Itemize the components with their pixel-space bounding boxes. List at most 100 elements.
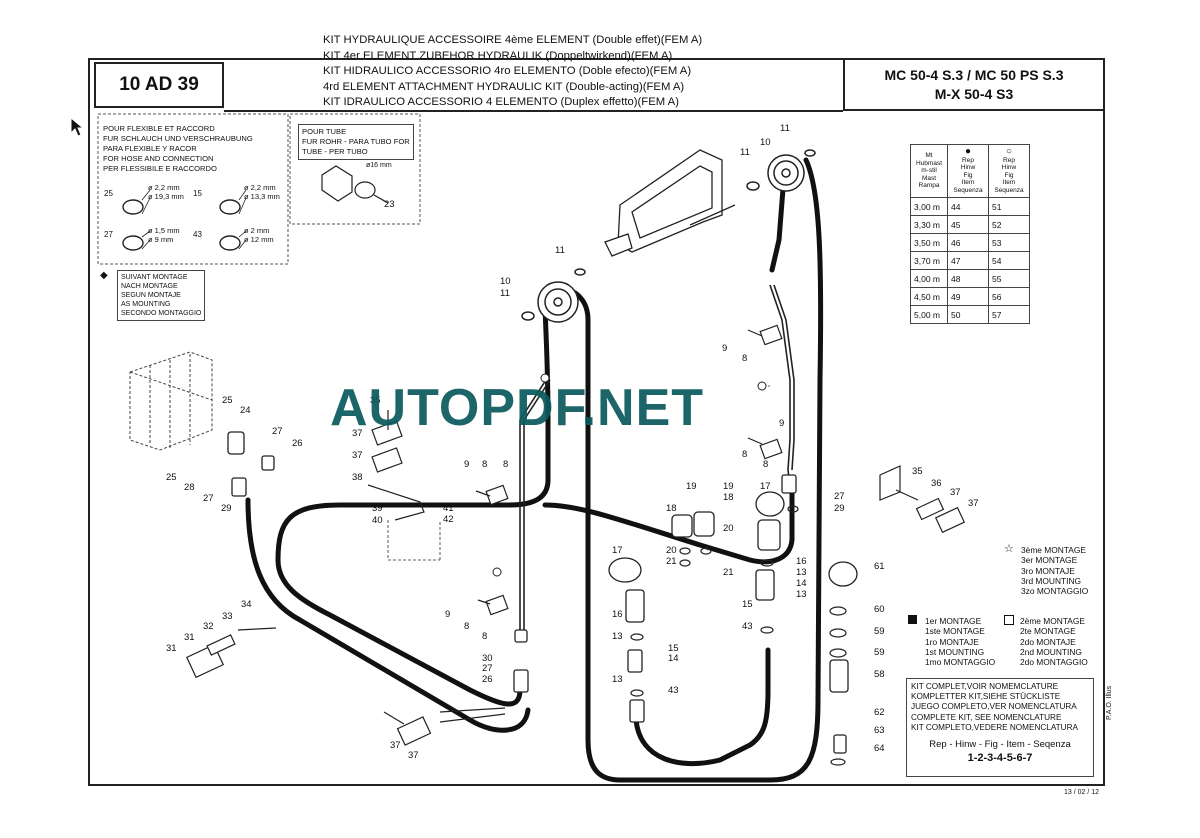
callout-37: 37 [950,487,961,498]
tube-dim: ø16 mm [366,162,392,169]
seal-ref-27: 27 [104,230,113,239]
tube-fitting [321,165,389,204]
callout-21: 21 [723,567,734,578]
footer-date: 13 / 02 / 12 [1064,789,1100,796]
document-code: 10 AD 39 [94,62,224,108]
legend-line: 2te MONTAGE [1020,626,1076,637]
kit-note-line: KOMPLETTER KIT,SIEHE STÜCKLISTE [911,692,1061,702]
hose-note-line: PER FLESSIBILE E RACCORDO [103,164,217,173]
legend-line: 1mo MONTAGGIO [925,657,996,668]
legend-line: 3rd MOUNTING [1021,575,1082,586]
header-rule [224,110,843,112]
callout-13: 13 [796,567,807,578]
kit-note-line: KIT COMPLETO,VEDERE NOMENCLATURA [911,722,1078,732]
callout-18: 18 [723,492,734,503]
callout-16: 16 [796,556,807,567]
callout-21: 21 [666,556,677,567]
legend-line: 2do MONTAGGIO [1020,657,1088,668]
seal-ref-15: 15 [193,189,202,198]
callout-9: 9 [722,343,727,354]
callout-26: 26 [292,438,303,449]
title-line-it: KIT IDRAULICO ACCESSORIO 4 ELEMENTO (Dup… [323,96,679,108]
legend-line: 1st MOUNTING [925,646,985,657]
legend-line: 3ro MONTAJE [1021,565,1075,576]
legend-line: 2nd MOUNTING [1020,646,1082,657]
callout-61: 61 [874,561,885,572]
kit-note-line: KIT COMPLET,VOIR NOMEMCLATURE [911,682,1059,691]
callout-27: 27 [482,663,493,674]
seal-43-d1: ø 2 mm [244,226,270,235]
callout-8: 8 [482,459,487,470]
callout-8: 8 [763,459,768,470]
complete-kit-note: KIT COMPLET,VOIR NOMEMCLATURE KOMPLETTER… [906,678,1094,777]
callout-37: 37 [352,428,363,439]
hose-note-line: FOR HOSE AND CONNECTION [103,154,214,163]
dust-caps [608,491,858,587]
callout-11: 11 [740,147,750,158]
callout-27: 27 [272,426,283,437]
callout-17: 17 [760,481,771,492]
tube-note-line: POUR TUBE [302,127,347,136]
callout-36: 36 [931,478,942,489]
legend-line: 3er MONTAGE [1021,555,1078,566]
callout-18: 18 [666,503,677,514]
legend-line: 1er MONTAGE [925,616,982,626]
watermark: AUTOPDF.NET [330,379,705,437]
hose-note-line: FUR SCHLAUCH UND VERSCHRAUBUNG [103,134,253,143]
callout-27: 27 [834,491,845,502]
model-line-1: MC 50-4 S.3 / MC 50 PS S.3 [884,67,1064,83]
mount-note-line: NACH MONTAGE [121,283,178,290]
callout-25: 25 [166,472,177,483]
callout-8: 8 [482,631,487,642]
seal-15-d1: ø 2,2 mm [244,183,276,192]
title-line-de: KIT 4er ELEMENT ZUBEHOR HYDRAULIK (Doppe… [323,49,673,62]
hose-note-line: POUR FLEXIBLE ET RACCORD [103,124,215,133]
legend-third-mounting: 3ème MONTAGE 3er MONTAGE 3ro MONTAJE 3rd… [1021,545,1088,596]
mount-note-line: SEGUN MONTAJE [121,292,181,299]
callout-37: 37 [390,740,401,751]
seal-25-d2: ø 19,3 mm [148,192,184,201]
callout-13: 13 [796,589,807,600]
callout-59: 59 [874,647,885,658]
footer-side-label: P.A.O. Illus [1106,685,1113,720]
model-line-2: M-X 50-4 S3 [934,86,1014,102]
callout-38: 38 [352,472,363,483]
mount-note: SUIVANT MONTAGE NACH MONTAGE SEGUN MONTA… [117,270,206,321]
callout-15: 15 [668,643,679,654]
callout-10: 10 [760,137,771,148]
callout-35: 35 [912,466,923,477]
callout-62: 62 [874,707,885,718]
callout-37: 37 [408,750,419,761]
seal-27-d2: ø 9 mm [148,235,174,244]
callout-64: 64 [874,743,885,754]
bracket-bolts [237,329,919,725]
callout-13: 13 [612,674,623,685]
callout-11: 11 [500,288,510,299]
callout-31: 31 [184,632,195,643]
callout-8: 8 [742,353,747,364]
callout-43: 43 [668,685,679,696]
mouse-cursor-icon [70,117,84,137]
seal-27-d1: ø 1,5 mm [148,226,180,235]
callout-63: 63 [874,725,885,736]
callout-8: 8 [742,449,747,460]
callout-58: 58 [874,669,885,680]
callout-9: 9 [779,418,784,429]
legend-second-mounting: 2ème MONTAGE 2te MONTAGE 2do MONTAJE 2nd… [1020,616,1088,667]
callout-9: 9 [464,459,469,470]
hose-note-frame [97,113,289,265]
seal-ref-25: 25 [104,189,113,198]
valve-block [129,351,213,451]
callout-42: 42 [443,514,454,525]
route-marker-2 [492,567,502,577]
rep-sequence-label: Rep - Hinw - Fig - Item - Seqenza [929,739,1071,751]
callout-15: 15 [742,599,753,610]
